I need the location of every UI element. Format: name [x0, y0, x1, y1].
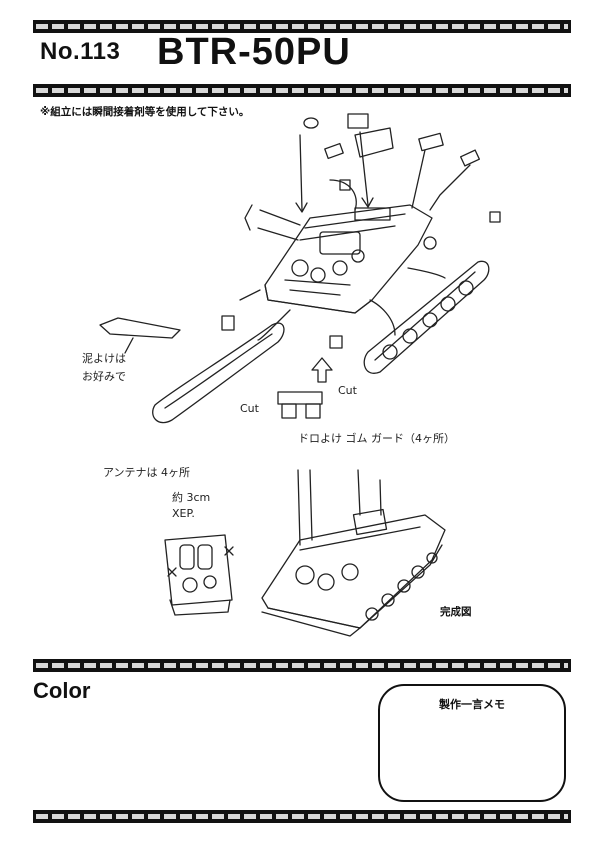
film-strip-under-title [33, 84, 571, 97]
model-name: BTR-50PU [157, 31, 351, 73]
cut-label-left: Cut [240, 402, 259, 415]
antenna-note: アンテナは 4ヶ所 [103, 466, 191, 479]
assembly-note: ※組立には瞬間接着剤等を使用して下さい。 [40, 106, 250, 118]
film-strip-top [33, 20, 571, 33]
completed-vehicle [261, 469, 446, 637]
rubber-guard-note: ドロよけ ゴム ガード（4ヶ所） [298, 432, 455, 445]
film-strip-middle [33, 659, 571, 672]
color-heading: Color [33, 678, 91, 703]
assembly-arrows [124, 131, 471, 354]
mudflap-part [99, 317, 181, 339]
kit-number: No.113 [40, 38, 121, 65]
top-view-detail [164, 534, 234, 616]
completed-label: 完成図 [440, 606, 472, 618]
cut-label-right: Cut [338, 384, 357, 397]
memo-title: 製作一言メモ [439, 698, 505, 711]
side-skirt-left [152, 322, 285, 424]
memo-box: 製作一言メモ [378, 684, 566, 802]
parts-top [244, 113, 501, 231]
film-strip-bottom [33, 810, 571, 823]
cut-pieces [277, 391, 323, 419]
track-right [363, 260, 490, 374]
up-arrow [311, 357, 333, 383]
hull-exploded [264, 204, 437, 314]
antenna-length-note: 約 3cm XEP. [172, 491, 211, 520]
mudflap-note: 泥よけは お好みで [82, 352, 126, 383]
